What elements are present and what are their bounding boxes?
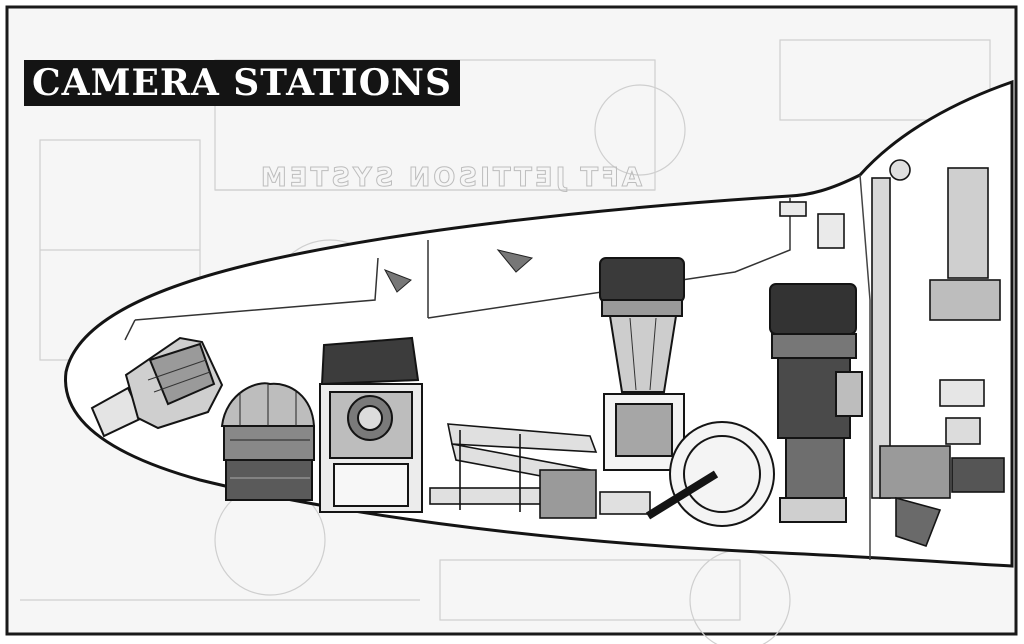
box-camera [319, 336, 423, 513]
nose-wheel [645, 421, 775, 527]
cockpit-assembly [779, 159, 1005, 547]
dome-camera [220, 382, 316, 501]
camera-linkage [429, 423, 651, 519]
title-label: CAMERA STATIONS [24, 60, 460, 106]
nose-camera [90, 336, 224, 438]
tall-camera [769, 283, 863, 523]
background-label: AFT JETTISON SYSTEM [258, 163, 642, 193]
vertical-camera [599, 257, 685, 471]
